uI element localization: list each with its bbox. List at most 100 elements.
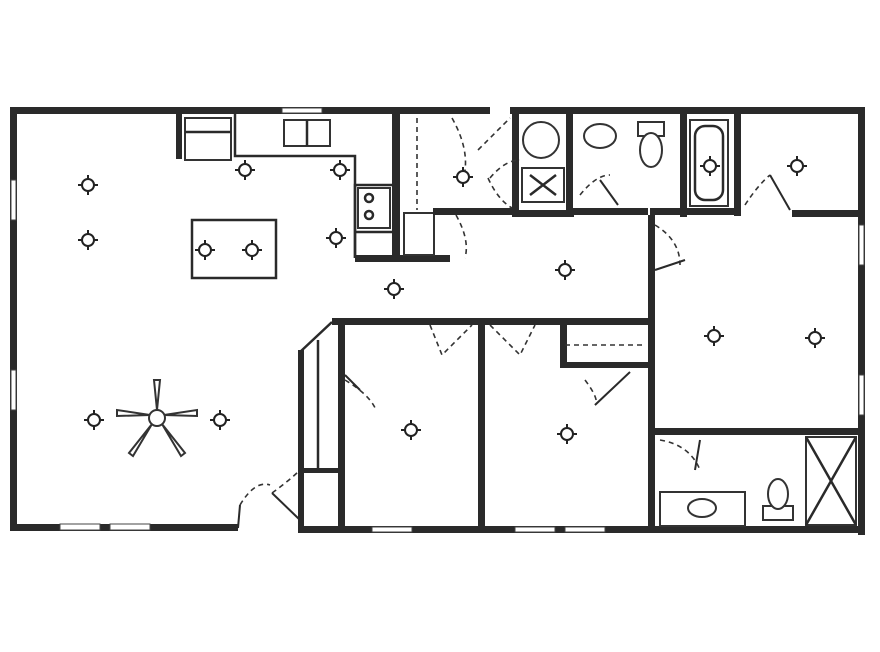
washer-mark <box>529 174 557 196</box>
door-leaf <box>594 371 631 406</box>
bath-wall <box>566 114 573 217</box>
door-swing <box>489 159 521 179</box>
master-bedroom <box>648 215 865 533</box>
door-leaf <box>237 504 241 529</box>
ceiling-light-icon <box>555 260 575 280</box>
closet-wall <box>298 350 304 530</box>
door-swing <box>477 117 511 151</box>
toilet-icon <box>639 132 663 168</box>
master-closet <box>734 114 864 217</box>
top-wall-right <box>510 107 865 114</box>
range-icon <box>357 187 391 229</box>
door-swing <box>455 214 468 259</box>
ceiling-fan-icon <box>116 379 198 458</box>
ceiling-light-icon <box>210 410 230 430</box>
laundry-wall <box>433 208 513 215</box>
door-swing <box>584 379 598 406</box>
toilet-icon <box>767 478 789 510</box>
left-wall <box>10 107 17 531</box>
window <box>858 374 865 416</box>
ceiling-light-icon <box>805 328 825 348</box>
ceiling-light-icon <box>330 160 350 180</box>
bath-wall <box>573 208 648 215</box>
closet-wall <box>792 210 864 217</box>
ceiling-light-icon <box>384 279 404 299</box>
ceiling-lights <box>78 156 825 444</box>
window <box>281 107 323 114</box>
bathtub-basin <box>693 124 725 202</box>
door-swing <box>659 439 701 471</box>
sink-icon <box>583 123 617 149</box>
windows <box>10 107 865 533</box>
window <box>109 523 151 531</box>
kitchen-island <box>190 218 278 280</box>
master-wall <box>648 215 655 533</box>
fan-blade <box>127 423 153 458</box>
door-swing <box>344 379 377 411</box>
closet-wall <box>560 325 567 365</box>
closet-wall <box>298 321 333 475</box>
fan-blade <box>152 379 162 411</box>
window <box>514 526 556 533</box>
kitchen-end-wall <box>176 114 182 159</box>
kitchen <box>176 114 392 280</box>
ceiling-light-icon <box>78 230 98 250</box>
bedroom-2-left-wall <box>338 318 345 530</box>
sink-icon <box>522 121 560 159</box>
door-swing <box>239 483 271 506</box>
bath-wall <box>650 208 740 215</box>
fan-blade <box>161 423 187 458</box>
door-leaf <box>769 174 791 211</box>
shower-mark <box>804 436 858 526</box>
pantry-laundry <box>355 114 513 262</box>
pantry-wall <box>392 114 400 262</box>
ceiling-light-icon <box>195 240 215 260</box>
door-leaf <box>344 374 361 391</box>
burner <box>363 192 375 204</box>
door-swing <box>429 324 473 357</box>
door-leaf <box>599 179 619 206</box>
ceiling-light-icon <box>453 167 473 187</box>
ceiling-light-icon <box>78 175 98 195</box>
window <box>371 526 413 533</box>
closet-wall <box>300 468 340 473</box>
window <box>10 369 17 411</box>
ceiling-light-icon <box>700 156 720 176</box>
window <box>564 526 606 533</box>
ceiling-light-icon <box>704 326 724 346</box>
bedroom-partition <box>478 318 485 530</box>
bath-wall <box>680 114 687 217</box>
bedroom-top-wall <box>332 318 650 325</box>
right-wall <box>858 107 865 535</box>
window <box>10 179 17 221</box>
fan-blade <box>116 408 151 418</box>
kitchen-bottom-wall <box>355 255 450 262</box>
bedroom-3 <box>489 324 648 406</box>
window <box>59 523 101 531</box>
kitchen-counter <box>353 183 392 258</box>
ceiling-light-icon <box>235 160 255 180</box>
door-leaf <box>694 439 701 471</box>
bedroom-2 <box>332 318 650 530</box>
door-leaf <box>654 259 686 271</box>
door-leaf <box>271 492 301 521</box>
bath-wall <box>512 107 519 217</box>
sink-icon <box>687 498 717 518</box>
ceiling-light-icon <box>242 240 262 260</box>
window <box>858 224 865 266</box>
ceiling-light-icon <box>326 228 346 248</box>
door-swing <box>271 469 301 494</box>
door-swing <box>654 224 681 266</box>
ceiling-light-icon <box>401 420 421 440</box>
master-bath <box>659 436 858 527</box>
bath-wall <box>512 210 574 217</box>
door-swing <box>579 174 611 196</box>
closet-wall <box>734 114 741 216</box>
water-heater-icon <box>403 212 435 256</box>
top-wall-left <box>10 107 490 114</box>
door-swing <box>489 324 536 357</box>
hall-bath <box>489 107 574 217</box>
ceiling-light-icon <box>557 424 577 444</box>
burner <box>363 209 375 221</box>
